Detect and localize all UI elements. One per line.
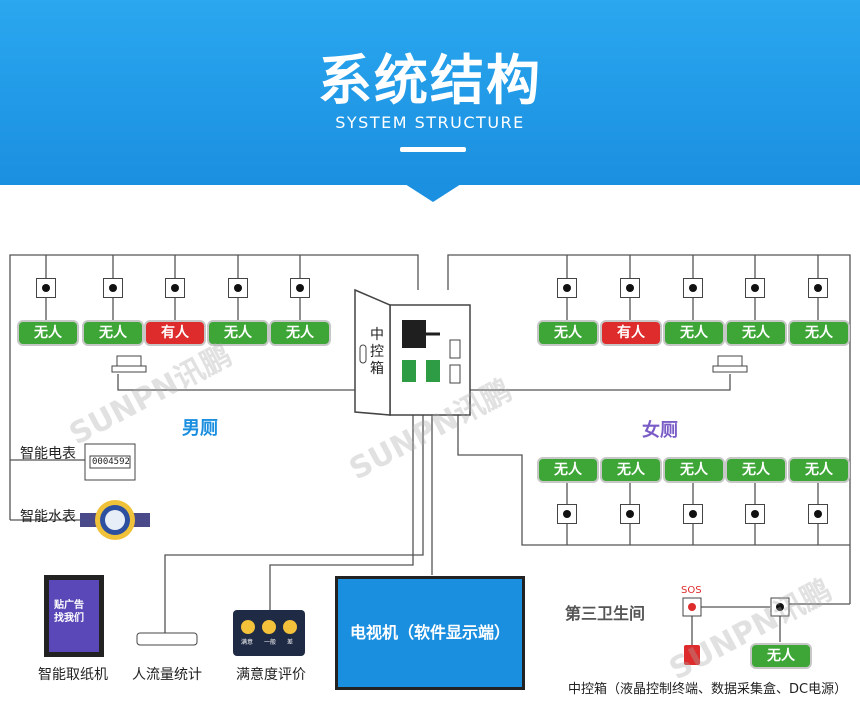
people-counter-label: 人流量统计 xyxy=(132,667,202,683)
women-stall-status: 无人 xyxy=(665,459,723,481)
title-underline xyxy=(400,147,466,152)
women-stall-sensor xyxy=(620,504,640,524)
men-stall-status: 无人 xyxy=(84,322,142,344)
paper-machine xyxy=(44,575,104,657)
women-stall-sensor xyxy=(683,278,703,298)
tv-display: 电视机（软件显示端） xyxy=(335,576,525,690)
women-label: 女厕 xyxy=(642,420,678,441)
satisfaction-device xyxy=(233,610,305,656)
men-stall-sensor xyxy=(290,278,310,298)
women-stall-status: 无人 xyxy=(727,459,785,481)
women-stall-sensor xyxy=(620,278,640,298)
sos-device xyxy=(682,597,790,665)
women-stall-status: 无人 xyxy=(790,459,848,481)
women-stall-status: 无人 xyxy=(539,322,597,344)
men-stall-sensor xyxy=(228,278,248,298)
women-stall-status: 无人 xyxy=(665,322,723,344)
paper-machine-label: 智能取纸机 xyxy=(38,667,108,683)
women-stall-status: 无人 xyxy=(539,459,597,481)
sos-label: SOS xyxy=(681,585,702,596)
women-stall-status: 无人 xyxy=(790,322,848,344)
women-stall-sensor xyxy=(808,278,828,298)
women-stall-sensor xyxy=(745,278,765,298)
paper-ad-line2: 找我们 xyxy=(54,613,84,624)
page-title: 系统结构 xyxy=(318,49,542,112)
header-banner: 系统结构 SYSTEM STRUCTURE xyxy=(0,0,860,185)
third-restroom-label: 第三卫生间 xyxy=(565,604,646,623)
men-stall-status: 无人 xyxy=(19,322,77,344)
women-stall-status: 无人 xyxy=(602,459,660,481)
women-stall-sensor xyxy=(683,504,703,524)
men-stall-sensor xyxy=(103,278,123,298)
men-stall-status: 有人 xyxy=(146,322,204,344)
men-stall-status: 无人 xyxy=(271,322,329,344)
third-restroom-caption: 中控箱（液晶控制终端、数据采集盒、DC电源） xyxy=(568,682,848,697)
women-stall-status: 无人 xyxy=(727,322,785,344)
header-down-arrow xyxy=(405,184,461,202)
paper-ad-line1: 贴广告 xyxy=(54,600,84,611)
women-stall-sensor xyxy=(808,504,828,524)
water-meter xyxy=(80,500,150,540)
men-stall-sensor xyxy=(36,278,56,298)
women-stall-status: 有人 xyxy=(602,322,660,344)
face-label: 满意 xyxy=(241,639,254,646)
women-stall-sensor xyxy=(557,504,577,524)
men-stall-status: 无人 xyxy=(209,322,267,344)
control-box xyxy=(354,288,471,416)
men-env-sensor xyxy=(111,355,147,373)
face-label: 一般 xyxy=(264,639,277,646)
water-meter-label: 智能水表 xyxy=(20,509,76,525)
electric-meter xyxy=(84,443,136,481)
page-subtitle: SYSTEM STRUCTURE xyxy=(335,113,525,132)
men-label: 男厕 xyxy=(182,418,218,439)
electric-meter-label: 智能电表 xyxy=(20,446,76,462)
women-stall-sensor xyxy=(745,504,765,524)
satisfaction-label: 满意度评价 xyxy=(236,667,306,683)
electric-meter-reading: 0004592 xyxy=(92,457,130,467)
women-stall-sensor xyxy=(557,278,577,298)
control-box-label: 中控箱 xyxy=(370,327,384,377)
face-label: 差 xyxy=(287,639,294,646)
third-stall-status: 无人 xyxy=(752,645,810,667)
women-env-sensor xyxy=(712,355,748,373)
men-stall-sensor xyxy=(165,278,185,298)
people-counter xyxy=(136,632,198,646)
